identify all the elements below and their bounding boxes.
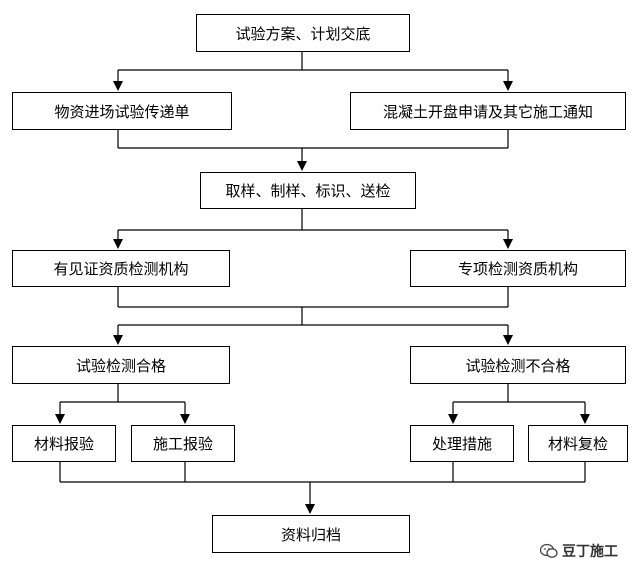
node-material-report: 材料报验 xyxy=(12,425,116,462)
node-witness-lab: 有见证资质检测机构 xyxy=(12,250,230,287)
node-plan: 试验方案、计划交底 xyxy=(196,14,410,52)
node-fail: 试验检测不合格 xyxy=(410,346,626,384)
node-special-lab: 专项检测资质机构 xyxy=(410,250,626,287)
node-pass: 试验检测合格 xyxy=(12,346,230,384)
node-construction-report: 施工报验 xyxy=(131,425,235,462)
node-archive: 资料归档 xyxy=(212,515,410,553)
node-concrete-notice: 混凝土开盘申请及其它施工通知 xyxy=(350,92,626,130)
node-treatment: 处理措施 xyxy=(410,425,514,462)
watermark: 豆丁施工 xyxy=(540,541,618,561)
node-material-slip: 物资进场试验传递单 xyxy=(12,92,232,130)
watermark-text: 豆丁施工 xyxy=(562,544,618,560)
wechat-icon xyxy=(540,543,558,558)
node-sampling: 取样、制样、标识、送检 xyxy=(200,172,416,209)
node-material-retest: 材料复检 xyxy=(528,425,628,462)
